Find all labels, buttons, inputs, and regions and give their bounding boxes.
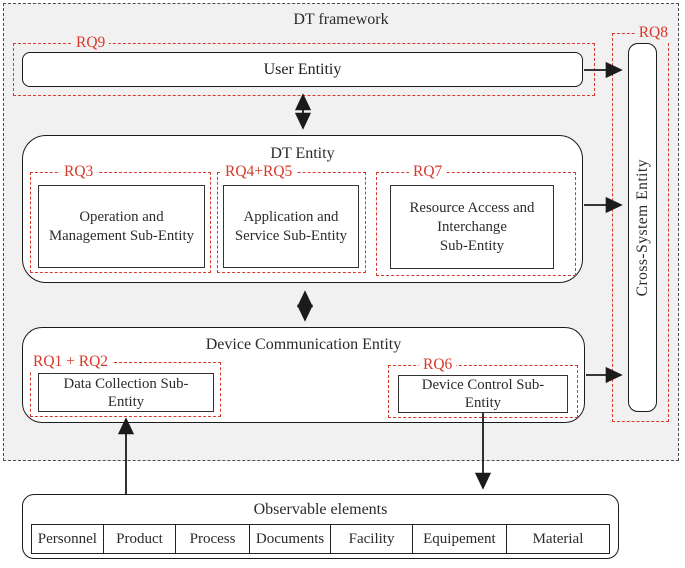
rq1-rq2-dashed-box: RQ1 + RQ2 xyxy=(29,353,221,417)
observable-cell-material: Material xyxy=(532,530,584,547)
observable-cell-personnel: Personnel xyxy=(32,525,104,553)
data-collection-sub-entity-label: Data Collection Sub- Entity xyxy=(63,375,189,410)
rq4-rq5-dashed-box: RQ4+RQ5 xyxy=(217,163,366,273)
device-communication-entity-title: Device Communication Entity xyxy=(205,336,402,353)
observable-cell-process: Process xyxy=(176,525,250,553)
application-service-sub-entity-box: Application and Service Sub-Entity xyxy=(223,185,359,268)
device-control-sub-entity-label: Device Control Sub- Entity xyxy=(421,377,545,411)
user-entity-box: User Entitiy xyxy=(22,52,583,87)
observable-cell-facility: Facility xyxy=(331,525,413,553)
observable-elements-table: Personnel Product Process Documents Faci… xyxy=(31,524,610,554)
rq3-dashed-box: RQ3 xyxy=(30,163,211,273)
device-control-sub-entity-box: Device Control Sub- Entity xyxy=(398,375,568,413)
cross-system-entity-box: Cross-System Entity xyxy=(628,43,657,412)
rq7-label: RQ7 xyxy=(409,163,447,181)
resource-access-sub-entity-box: Resource Access and Interchange Sub-Enti… xyxy=(390,185,554,269)
framework-title: DT framework xyxy=(293,11,389,28)
rq8-dashed-box: RQ8 xyxy=(612,24,672,422)
observable-cell-equipement: Equipement xyxy=(413,525,507,553)
user-entity-label: User Entitiy xyxy=(263,60,342,78)
observable-cell-documents: Documents xyxy=(250,525,332,553)
rq6-dashed-box: RQ6 xyxy=(388,356,578,418)
rq4-rq5-label: RQ4+RQ5 xyxy=(221,163,297,181)
rq8-label: RQ8 xyxy=(634,24,672,42)
dt-entity-title: DT Entity xyxy=(270,145,335,162)
rq6-label: RQ6 xyxy=(419,356,457,374)
resource-access-sub-entity-label: Resource Access and Interchange Sub-Enti… xyxy=(409,199,535,254)
observable-elements-box: Observable elements Personnel Product Pr… xyxy=(22,494,619,559)
application-service-sub-entity-label: Application and Service Sub-Entity xyxy=(234,208,348,244)
rq1-rq2-label: RQ1 + RQ2 xyxy=(29,353,113,371)
rq3-label: RQ3 xyxy=(60,163,98,181)
operation-management-sub-entity-label: Operation and Management Sub-Entity xyxy=(48,208,195,244)
observable-elements-title: Observable elements xyxy=(253,501,388,518)
observable-cell-product: Product xyxy=(104,525,177,553)
data-collection-sub-entity-box: Data Collection Sub- Entity xyxy=(38,373,214,412)
rq9-label: RQ9 xyxy=(72,34,110,52)
operation-management-sub-entity-box: Operation and Management Sub-Entity xyxy=(38,185,205,268)
rq7-dashed-box: RQ7 xyxy=(376,163,576,276)
cross-system-entity-label: Cross-System Entity xyxy=(633,158,651,297)
